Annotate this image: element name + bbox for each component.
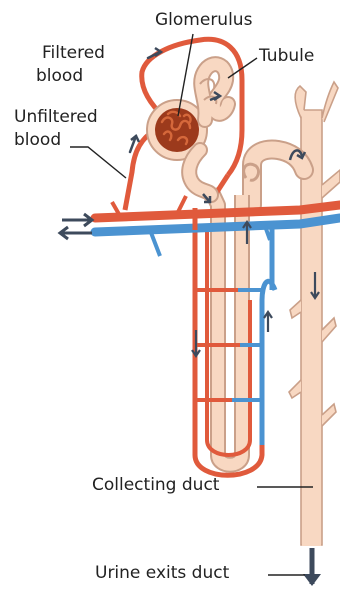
label-filtered-blood-line1: Filtered <box>42 43 105 64</box>
label-collecting-duct: Collecting duct <box>92 475 219 496</box>
label-tubule: Tubule <box>259 46 314 67</box>
label-glomerulus: Glomerulus <box>155 10 252 31</box>
label-filtered-blood-line2: blood <box>36 66 83 87</box>
label-unfiltered-blood-line2: blood <box>14 130 61 151</box>
glomerulus <box>155 108 199 152</box>
distal-tubule <box>244 150 304 205</box>
label-urine-exits-duct: Urine exits duct <box>95 563 229 584</box>
label-unfiltered-blood-line1: Unfiltered <box>14 107 98 128</box>
